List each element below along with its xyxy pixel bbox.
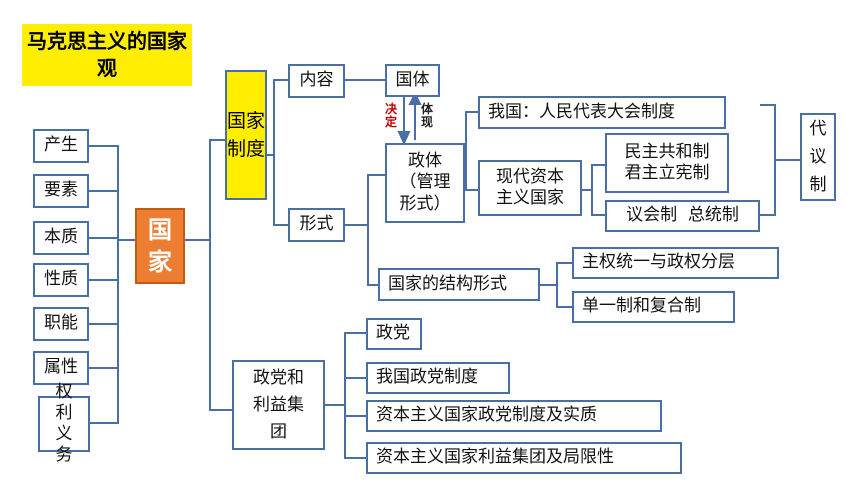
node-unitary-compound: 单一制和复合制 xyxy=(572,291,735,323)
node-capitalist-party-system: 资本主义国家政党制度及实质 xyxy=(366,400,662,432)
center-node-state: 国家 xyxy=(135,208,185,284)
left-item-nature: 性质 xyxy=(33,263,89,297)
node-sovereignty: 主权统一与政权分层 xyxy=(572,247,779,279)
node-capitalist-interest-groups: 资本主义国家利益集团及局限性 xyxy=(366,442,682,474)
left-item-attributes: 属性 xyxy=(33,351,89,385)
label-democratic-republic: 民主共和制 xyxy=(624,141,710,162)
node-republic-monarchy: 民主共和制 君主立宪制 xyxy=(605,133,729,193)
label-determines: 决定 xyxy=(384,102,397,129)
node-state-nature: 国体 xyxy=(385,64,440,97)
left-item-rights-duties: 权利义务 xyxy=(38,382,90,465)
node-representative-system: 代议制 xyxy=(800,113,836,201)
label-reflects: 体现 xyxy=(420,102,433,129)
node-parties-interest-groups: 政党和利益集团 xyxy=(232,360,325,450)
left-item-elements: 要素 xyxy=(33,174,89,208)
node-modern-capitalist-states: 现代资本主义国家 xyxy=(478,160,582,216)
node-npc-system: 我国：人民代表大会制度 xyxy=(478,96,726,129)
node-form: 形式 xyxy=(288,208,345,242)
node-china-party-system: 我国政党制度 xyxy=(366,362,510,394)
node-state-system: 国家制度 xyxy=(225,70,267,200)
node-political-party: 政党 xyxy=(366,318,422,350)
page-title: 马克思主义的国家观 xyxy=(22,24,192,86)
node-parliamentary-presidential: 议会制 总统制 xyxy=(605,200,760,232)
label-constitutional-monarchy: 君主立宪制 xyxy=(624,163,710,183)
node-state-structure: 国家的结构形式 xyxy=(378,268,540,301)
node-government-form: 政体（管理形式） xyxy=(385,143,465,223)
left-item-origin: 产生 xyxy=(33,129,89,163)
left-item-functions: 职能 xyxy=(33,307,89,341)
node-content: 内容 xyxy=(288,64,345,98)
left-item-essence: 本质 xyxy=(33,221,89,255)
